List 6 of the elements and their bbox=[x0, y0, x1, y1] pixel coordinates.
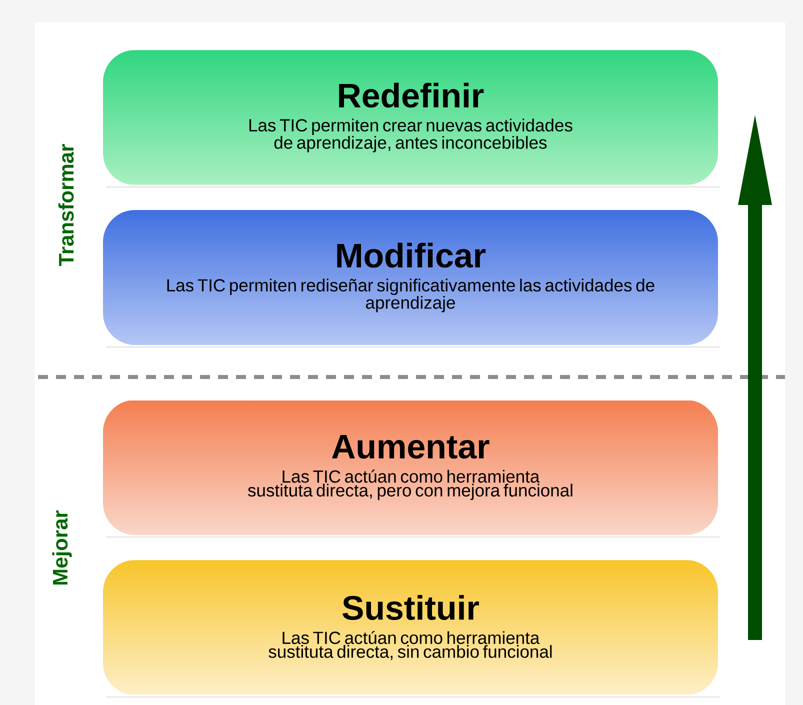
level-box: Modificar Las TIC permiten rediseñar significativamente las actividades de aprendizaje bbox=[103, 210, 720, 348]
side-label: Transformar bbox=[58, 144, 74, 266]
level-box: Sustituir Las TIC actúan como herramienta sustituta directa, sin cambio funcional bbox=[103, 560, 720, 698]
level-box: Aumentar Las TIC actúan como herramienta sustituta directa, pero con mejora funcional bbox=[103, 400, 720, 538]
side-label: Mejorar bbox=[52, 510, 72, 585]
level-box: Redefinir Las TIC permiten crear nuevas actividades de aprendizaje, antes inconcebibles bbox=[103, 50, 720, 188]
